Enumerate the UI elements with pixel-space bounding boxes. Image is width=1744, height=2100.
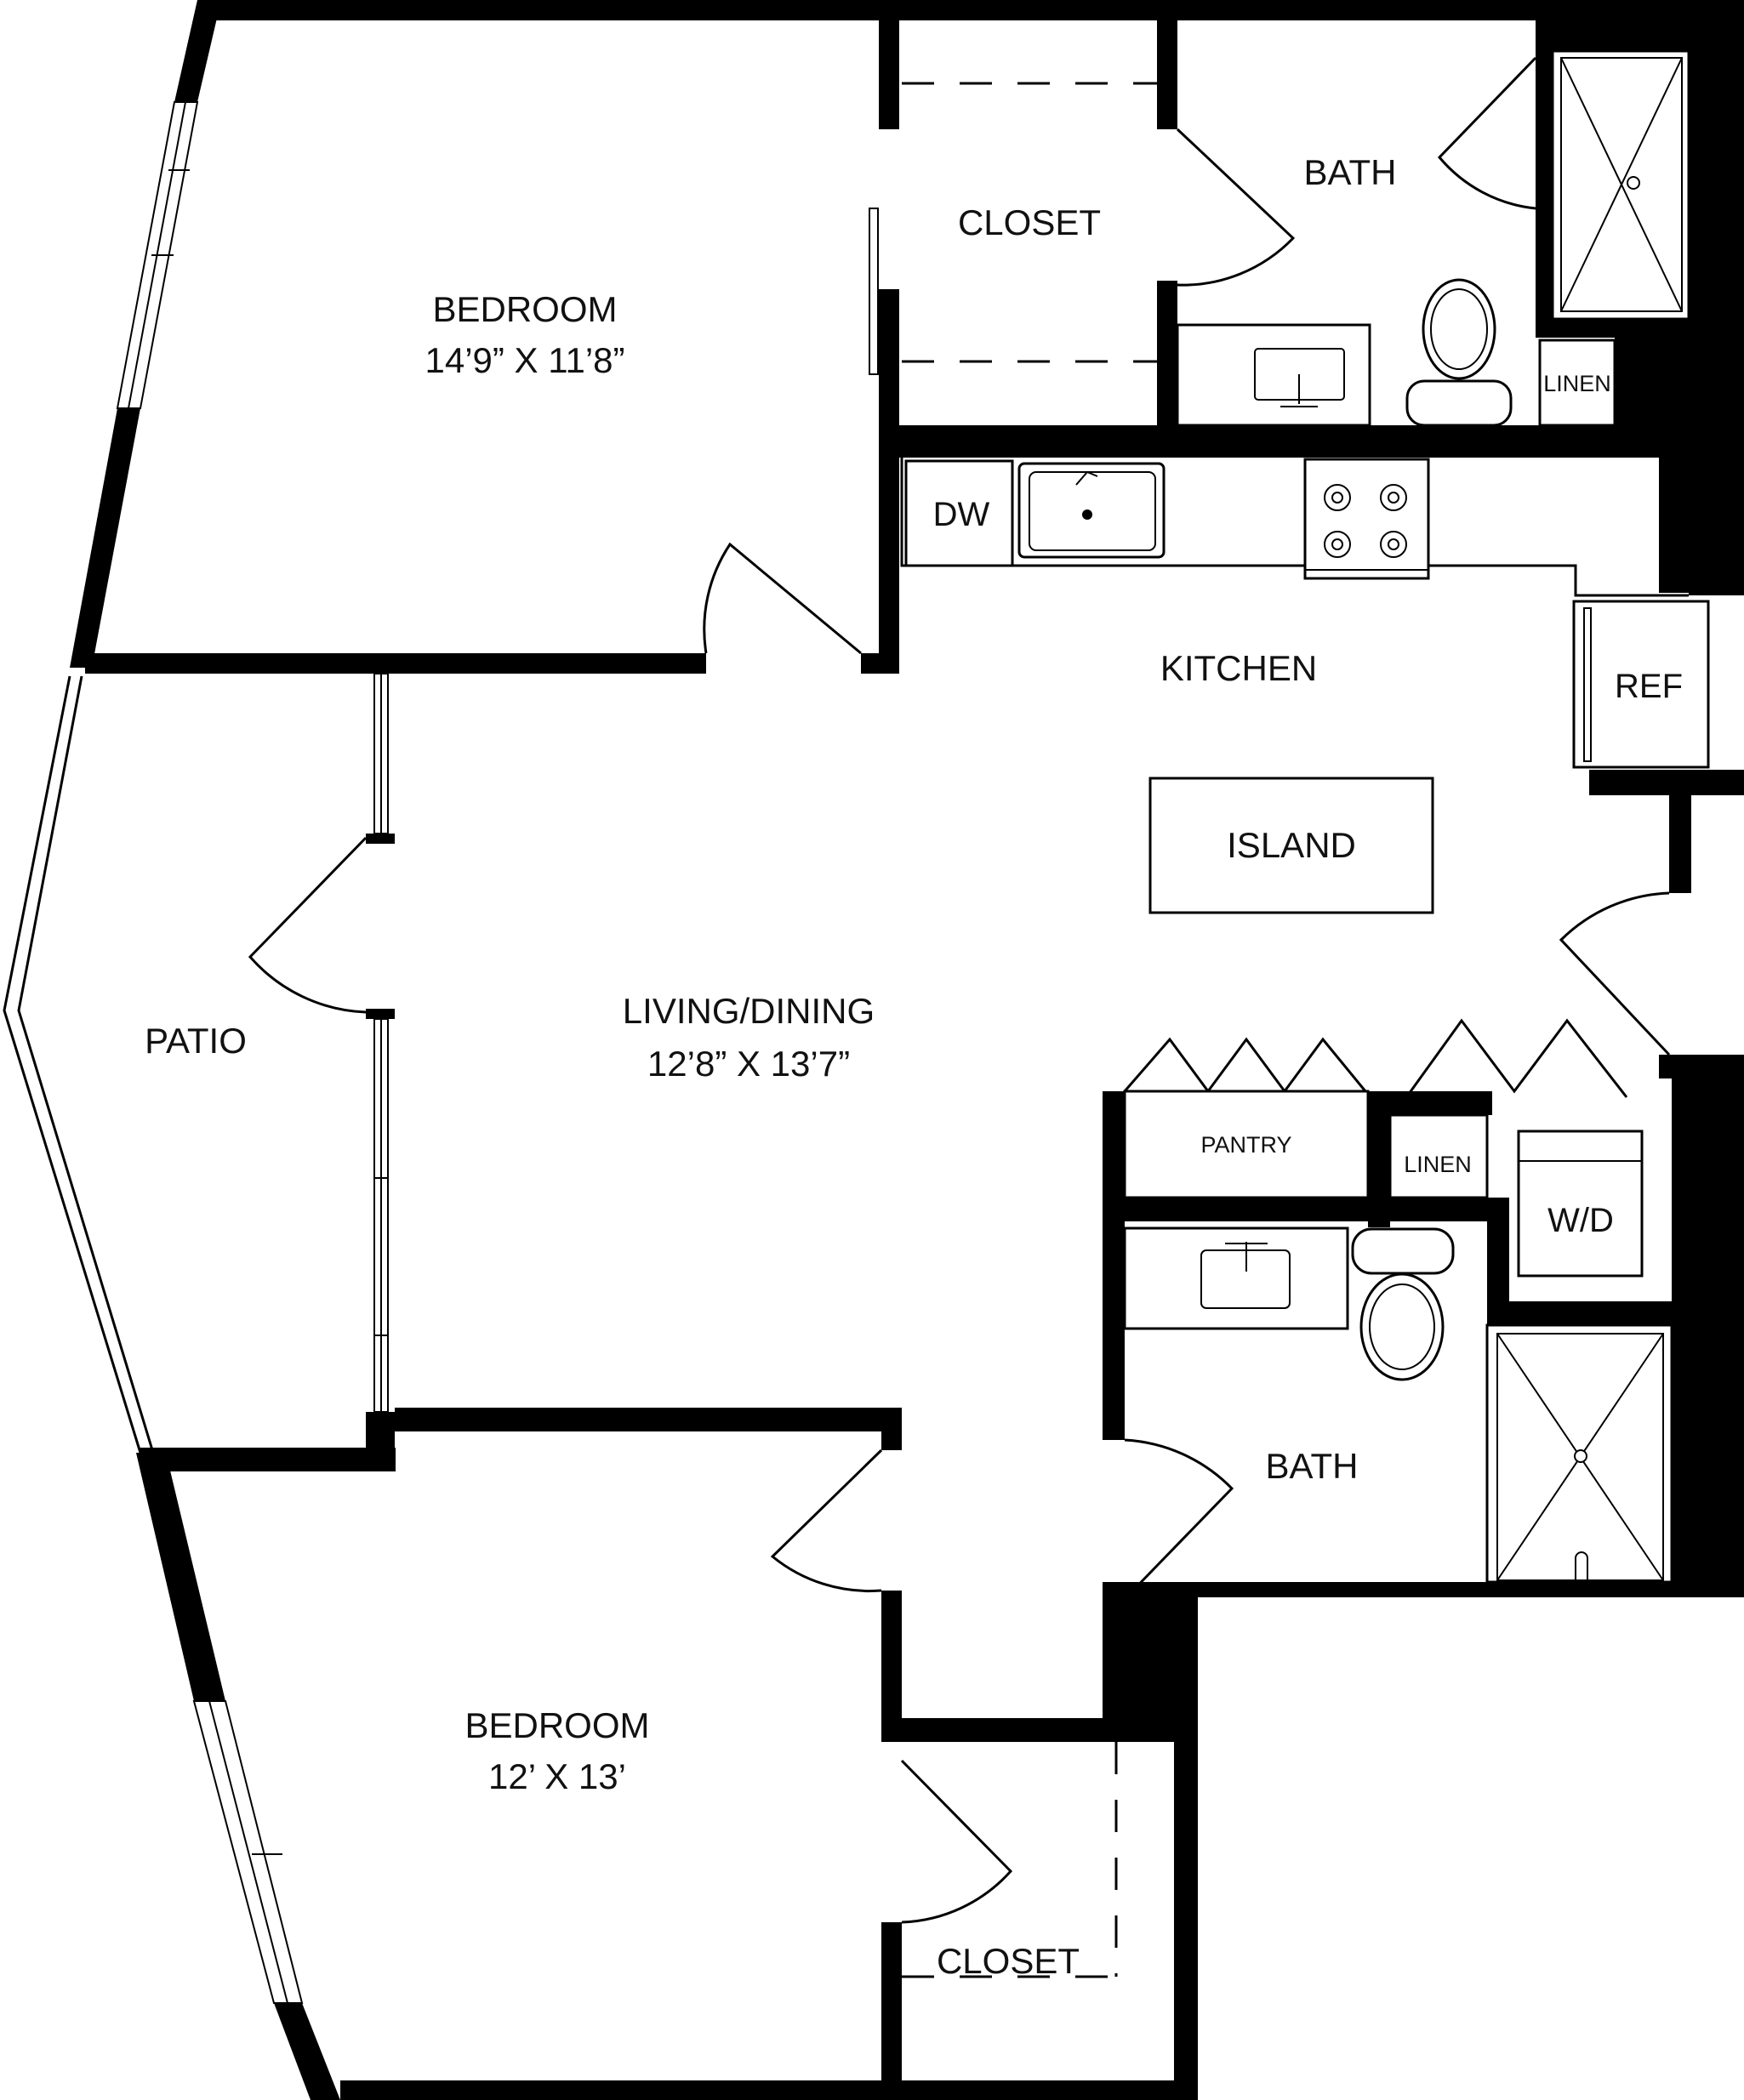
linen-1-label: LINEN [1543,371,1611,396]
kitchen-label: KITCHEN [1160,648,1317,688]
doors [703,56,1671,1924]
refrigerator-label: REF [1615,668,1683,705]
room-labels: BEDROOM 14’9” X 11’8” CLOSET BATH LINEN … [145,152,1683,1981]
kitchen-fixtures [900,458,1710,914]
linen-2-label: LINEN [1404,1152,1472,1177]
bedroom-2-dims: 12’ X 13’ [488,1756,626,1796]
bath-2-fixtures [1123,1226,1673,1584]
closet-shelving [902,82,1157,1978]
windows [3,101,304,2004]
bath-2-label: BATH [1266,1446,1359,1486]
bedroom-2-name: BEDROOM [464,1705,649,1745]
closet-1-label: CLOSET [958,202,1101,242]
bath-1-fixtures [1176,49,1690,427]
pantry-label: PANTRY [1200,1132,1291,1158]
bedroom-1-dims: 14’9” X 11’8” [425,340,624,380]
interior-walls [85,20,1744,2100]
dishwasher-label: DW [933,496,990,533]
living-dining-dims: 12’8” X 13’7” [647,1044,850,1084]
washer-dryer-label: W/D [1547,1202,1614,1239]
pantry-laundry-fixtures [1123,1090,1644,1278]
living-dining-name: LIVING/DINING [623,991,875,1031]
island-label: ISLAND [1227,825,1356,865]
patio-label: PATIO [145,1021,247,1061]
bath-1-label: BATH [1304,152,1397,192]
bedroom-1-name: BEDROOM [432,289,617,329]
patio-doors [248,673,389,1413]
closet-2-label: CLOSET [937,1941,1080,1981]
